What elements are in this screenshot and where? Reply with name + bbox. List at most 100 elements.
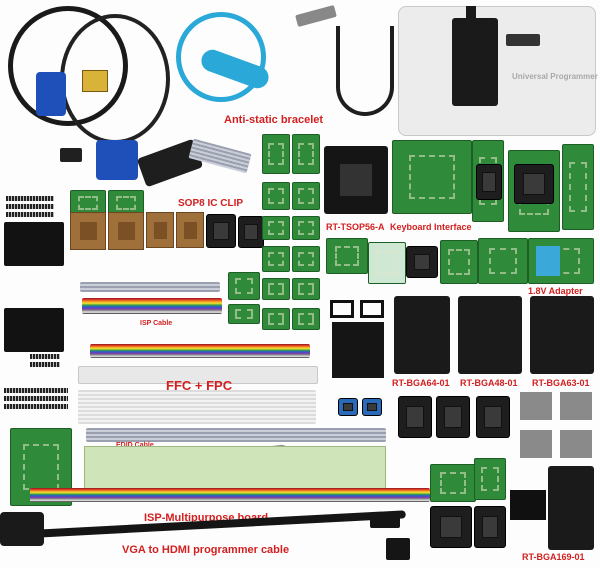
ffc-cable-1: [78, 366, 318, 384]
plcc-socket-3: [146, 212, 174, 248]
label-1-8v-adapter: 1.8V Adapter: [528, 286, 583, 296]
label-rt-bga64-01: RT-BGA64-01: [392, 378, 450, 388]
ffc-cable-2: [78, 390, 316, 424]
tsop-board-3: [262, 182, 290, 210]
sop8-socket-lower-2: [436, 396, 470, 438]
sop8-socket-mid: [406, 246, 438, 278]
tsop-board-6: [292, 216, 320, 240]
pin-header-2: [6, 204, 54, 209]
hdmi-plug-1: [370, 514, 400, 528]
plcc-socket-4: [176, 212, 204, 248]
tsop-board-10: [292, 278, 320, 300]
tsop-board-13: [228, 272, 260, 300]
programmer-display: [506, 34, 540, 46]
hdmi-plug-2: [386, 538, 410, 560]
pin-header-7: [4, 396, 68, 401]
bga169-adapter: [548, 466, 594, 550]
grey-frame-4: [560, 430, 592, 458]
label-rt-bga169-01: RT-BGA169-01: [522, 552, 585, 562]
pin-header-5: [30, 362, 60, 367]
vga-connector-2: [96, 140, 138, 180]
grey-frame-2: [560, 392, 592, 420]
isp-cable-rainbow: [82, 298, 222, 314]
black-adapter-mid: [332, 322, 384, 378]
soic-socket-2: [238, 216, 264, 248]
pin-header-6: [4, 388, 68, 393]
black-adapter-2: [4, 308, 64, 352]
label-isp-cable: ISP Cable: [140, 320, 173, 327]
edid-cable: [86, 428, 386, 442]
sop-socket-1: [338, 398, 358, 416]
black-frame-1: [330, 300, 354, 318]
label-sop8-ic-clip: SOP8 IC CLIP: [178, 198, 244, 209]
black-adapter-1: [4, 222, 64, 266]
small-ic-chip: [82, 70, 108, 92]
sop-board-lower-2: [474, 458, 506, 500]
sop-socket-2: [362, 398, 382, 416]
pin-header-8: [4, 404, 68, 409]
label-rt-bga63-01: RT-BGA63-01: [532, 378, 590, 388]
label-keyboard-interface: Keyboard Interface: [390, 222, 472, 232]
adapter-card-green: [84, 446, 386, 490]
alligator-clip: [295, 5, 337, 27]
bga48-adapter: [458, 296, 522, 374]
label-rt-tsop56-a: RT-TSOP56-A: [326, 222, 385, 232]
vga-cable-coil: [60, 14, 170, 144]
adapter-board-mid-2: [478, 238, 528, 284]
sop-socket-lower-4: [430, 506, 472, 548]
isp-multipurpose-cable: [30, 488, 430, 502]
tsop-board-4: [292, 182, 320, 210]
soic-socket-1: [206, 214, 236, 248]
plcc-socket-2: [108, 212, 144, 250]
black-frame-2: [360, 300, 384, 318]
keyboard-interface-board: [392, 140, 472, 214]
tsop-board-1: [262, 134, 290, 174]
tsop-board-12: [292, 308, 320, 330]
zif-socket-handle: [466, 6, 476, 22]
plcc-adapter-board-1: [70, 190, 106, 216]
sop-socket-lower-5: [474, 506, 506, 548]
isp-ribbon-1: [80, 282, 220, 292]
tsop-board-5: [262, 216, 290, 240]
usb-plug: [60, 148, 82, 162]
tsop-board-11: [262, 308, 290, 330]
plcc-socket-1: [70, 212, 106, 250]
bga64-adapter: [394, 296, 450, 374]
isp-cable-rainbow-2: [90, 344, 310, 358]
edge-board: [562, 144, 594, 230]
tsop-board-2: [292, 134, 320, 174]
programmer-brand-text: Universal Programmer: [512, 72, 598, 81]
label-vga-to-hdmi-cable: VGA to HDMI programmer cable: [122, 544, 290, 556]
pin-header-3: [6, 212, 54, 217]
zif-socket-1-8v: [536, 246, 560, 276]
tsop-board-7: [262, 246, 290, 272]
bracelet-coil: [176, 12, 266, 102]
label-ffc-fpc: FFC + FPC: [166, 378, 233, 393]
tsop-board-8: [292, 246, 320, 272]
tsop-board-14: [228, 304, 260, 324]
sop-board-lower-1: [430, 464, 476, 502]
rt-tsop56-socket: [340, 164, 372, 196]
bga63-adapter: [530, 296, 594, 374]
zif-socket: [452, 18, 498, 106]
sop8-socket-lower-1: [398, 396, 432, 438]
pin-header-4: [30, 354, 60, 359]
adapter-board-mid: [368, 242, 406, 284]
grey-frame-3: [520, 430, 552, 458]
label-rt-bga48-01: RT-BGA48-01: [460, 378, 518, 388]
tsop-board-9: [262, 278, 290, 300]
tsop48-socket: [514, 164, 554, 204]
label-anti-static-bracelet: Anti-static bracelet: [224, 114, 324, 126]
vga-plug: [0, 512, 44, 546]
sop8-socket-lower-3: [476, 396, 510, 438]
pin-header-1: [6, 196, 54, 201]
eeprom-board: [326, 238, 368, 274]
black-small-board: [510, 490, 546, 520]
chip-extractor: [336, 26, 394, 116]
vga-connector: [36, 72, 66, 116]
tssop20-board: [440, 240, 478, 284]
grey-frame-1: [520, 392, 552, 420]
sop44-socket: [476, 164, 502, 200]
label-edid-cable: EDID Cable: [116, 442, 154, 449]
